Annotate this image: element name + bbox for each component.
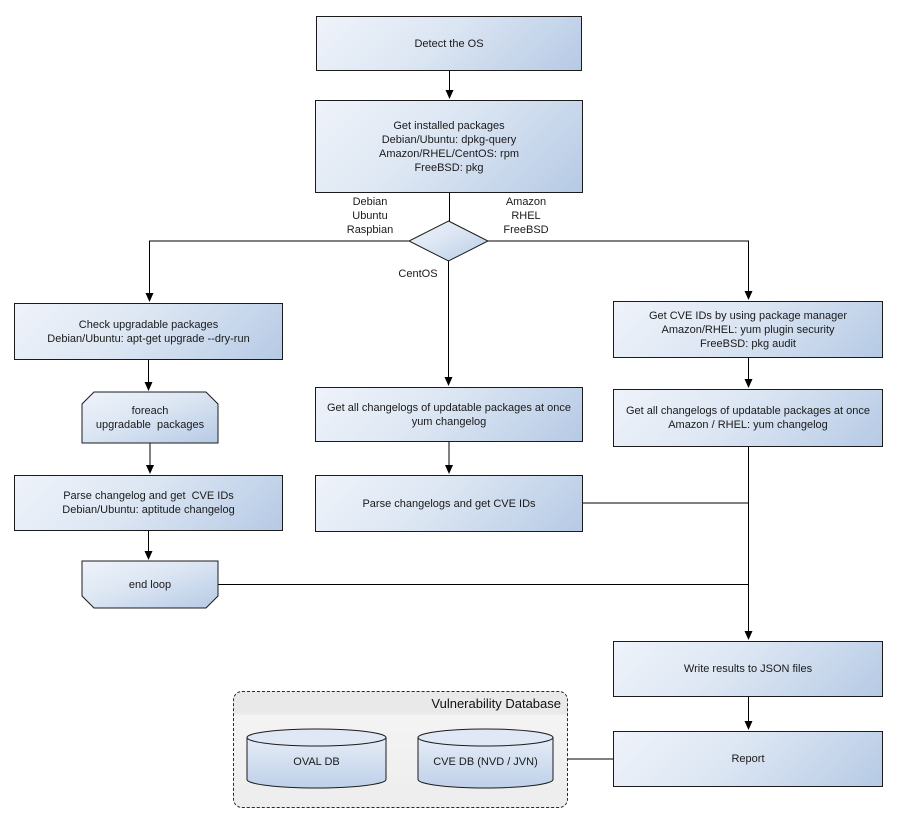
- arrowhead: [744, 379, 753, 388]
- connector-decision-to-get-cve-ids: [488, 240, 749, 291]
- cve-db-cylinder: [417, 728, 554, 789]
- arrowhead: [744, 631, 753, 640]
- connector-decision-to-check-upgradable: [149, 240, 409, 293]
- node-get-installed-packages: Get installed packages Debian/Ubuntu: dp…: [315, 100, 583, 193]
- node-get-changelogs-amazon-rhel: Get all changelogs of updatable packages…: [613, 389, 883, 447]
- cve-db-cylinder-top: [417, 728, 554, 747]
- arrowhead: [445, 90, 454, 99]
- arrowhead: [445, 465, 453, 474]
- node-parse-changelog-debian: Parse changelog and get CVE IDs Debian/U…: [14, 475, 283, 531]
- branch-label-centos: CentOS: [398, 268, 438, 280]
- node-detect-os: Detect the OS: [316, 16, 582, 71]
- oval-db-cylinder-top: [246, 728, 387, 747]
- arrowhead: [444, 377, 453, 386]
- node-write-results-json: Write results to JSON files: [613, 641, 883, 697]
- node-parse-changelogs-centos: Parse changelogs and get CVE IDs: [315, 475, 583, 532]
- foreach-loop-shape: [81, 391, 219, 444]
- branch-label-debian: Debian Ubuntu Raspbian: [346, 196, 394, 236]
- arrowhead: [744, 291, 753, 300]
- oval-db-cylinder-body: [246, 737, 387, 789]
- node-report: Report: [613, 731, 883, 787]
- connectors: [148, 71, 749, 760]
- arrowhead: [144, 551, 153, 560]
- arrowheads: [144, 90, 753, 730]
- node-get-cve-ids-package-manager: Get CVE IDs by using package manager Ama…: [613, 301, 883, 358]
- end-loop-label: end loop: [128, 578, 172, 591]
- end-loop-shape: [81, 560, 219, 609]
- oval-db-cylinder: [246, 728, 387, 789]
- foreach-loop-label: foreach upgradable packages: [95, 404, 205, 431]
- arrowhead: [145, 293, 154, 302]
- os-decision-diamond: [407, 220, 490, 262]
- arrowhead: [146, 465, 154, 474]
- arrowhead: [144, 382, 153, 391]
- cve-db-label: CVE DB (NVD / JVN): [433, 756, 538, 768]
- node-check-upgradable-packages: Check upgradable packages Debian/Ubuntu:…: [14, 303, 283, 360]
- oval-db-label: OVAL DB: [293, 756, 340, 768]
- branch-label-amazon: Amazon RHEL FreeBSD: [503, 196, 549, 236]
- vulnerability-database-title: Vulnerability Database: [431, 696, 561, 711]
- arrowhead: [744, 721, 753, 730]
- cve-db-cylinder-body: [417, 737, 554, 789]
- node-get-changelogs-centos: Get all changelogs of updatable packages…: [315, 387, 583, 442]
